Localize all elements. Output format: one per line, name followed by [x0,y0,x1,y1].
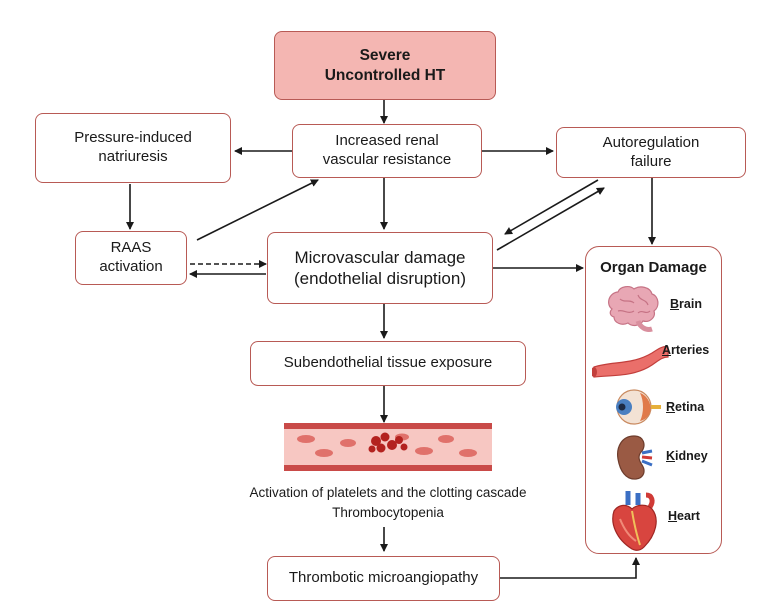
organ-label-brain: Brain [670,297,702,311]
node-severe-ht: Severe Uncontrolled HT [274,31,496,100]
node-autoregulation: Autoregulation failure [556,127,746,178]
node-severe-ht-label: Severe Uncontrolled HT [324,47,446,84]
node-renal-resistance: Increased renal vascular resistance [292,124,482,178]
organ-damage-title: Organ Damage [600,259,707,276]
node-tma-label: Thrombotic microangiopathy [288,569,479,587]
node-subendothelial-label: Subendothelial tissue exposure [283,354,493,372]
node-tma: Thrombotic microangiopathy [267,556,500,601]
platelet-activation-text: Activation of platelets and the clotting… [160,483,616,522]
arrow-microvascular-to-autoregulation [496,187,605,251]
node-microvascular: Microvascular damage (endothelial disrup… [267,232,493,304]
organ-label-kidney: Kidney [666,449,708,463]
node-subendothelial: Subendothelial tissue exposure [250,341,526,386]
node-renal-resistance-label: Increased renal vascular resistance [322,132,452,168]
organ-damage-panel: Organ Damage Brain Arteries Retina Kidne… [585,246,722,554]
arrow-raas-to-renal [196,179,319,241]
organ-label-retina: Retina [666,400,705,414]
node-natriuresis: Pressure-induced natriuresis [35,113,231,183]
brain-icon [608,286,659,332]
node-autoregulation-label: Autoregulation failure [602,133,700,170]
node-raas-label: RAAS activation [99,239,163,275]
node-microvascular-label: Microvascular damage (endothelial disrup… [294,247,466,288]
node-raas: RAAS activation [75,231,187,285]
kidney-icon [617,435,653,480]
blood-vessel-illustration [284,423,492,471]
thrombocytopenia-label: Thrombocytopenia [332,504,444,520]
eye-icon [616,389,661,425]
organ-label-arteries: Arteries [662,343,710,357]
node-natriuresis-label: Pressure-induced natriuresis [74,129,192,165]
organ-label-heart: Heart [668,509,700,523]
arrow-autoregulation-to-microvascular [504,179,599,235]
arrow-tma-to-organs [500,557,640,579]
artery-icon [592,345,669,378]
heart-icon [612,491,657,551]
platelet-activation-label: Activation of platelets and the clotting… [249,485,527,500]
